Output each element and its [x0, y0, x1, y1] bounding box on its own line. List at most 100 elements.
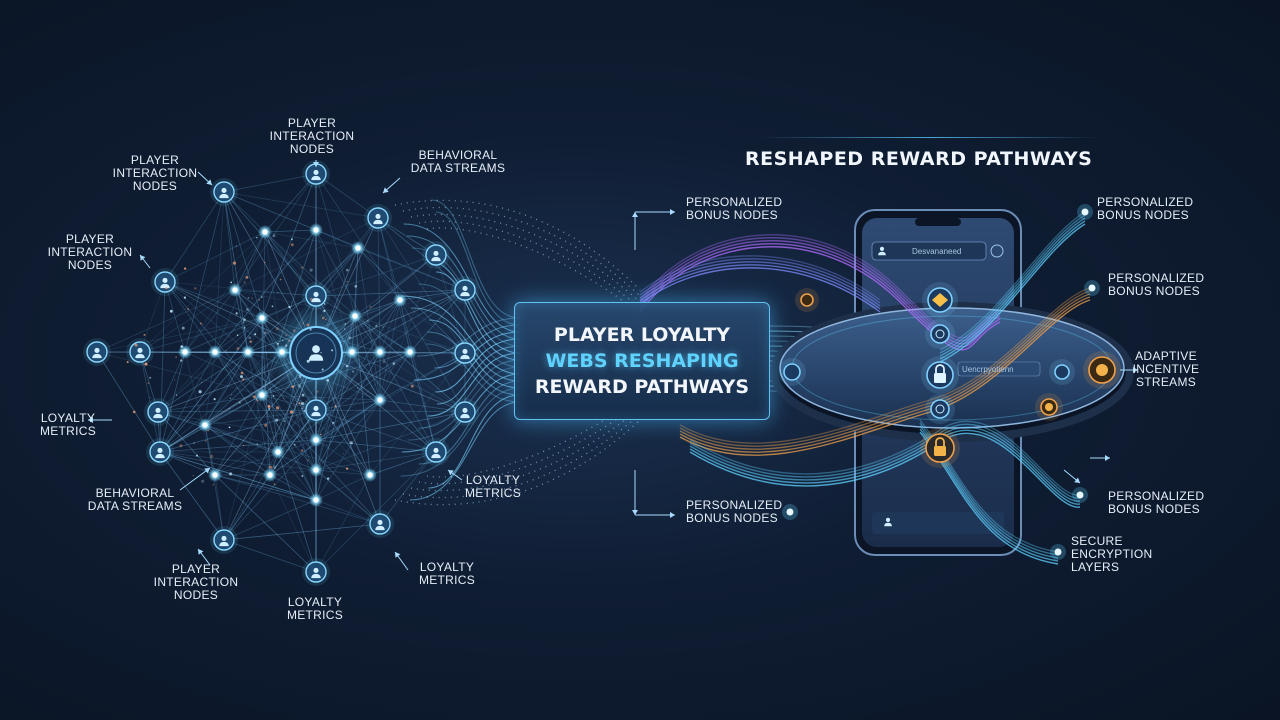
- web-link: [354, 299, 401, 317]
- phone-search-text: Desvananeed: [912, 247, 962, 256]
- spark-point: [293, 404, 295, 407]
- web-link: [315, 217, 379, 297]
- web-link: [164, 281, 249, 353]
- stream-line: [416, 317, 521, 357]
- stream-line: [436, 271, 521, 361]
- spark-point: [187, 308, 190, 310]
- web-link: [315, 474, 371, 573]
- spark-point: [410, 384, 414, 388]
- web-link: [351, 289, 466, 353]
- user-body: [878, 251, 886, 256]
- web-link: [315, 499, 381, 525]
- web-link: [354, 315, 466, 354]
- spark-point: [272, 234, 276, 238]
- web-link: [214, 474, 225, 541]
- web-link: [277, 351, 411, 453]
- spark-point: [256, 399, 259, 402]
- spark-point: [321, 379, 323, 381]
- spark-point: [243, 318, 246, 322]
- callout-head: [140, 255, 146, 261]
- stream-line: [435, 211, 521, 326]
- web-link: [377, 217, 437, 256]
- user-head: [462, 407, 468, 414]
- spark-point: [345, 365, 348, 368]
- spark-point: [282, 339, 284, 342]
- spark-point: [306, 323, 310, 327]
- web-link: [315, 411, 466, 441]
- web-link: [354, 315, 381, 401]
- gift-icon: [922, 282, 958, 318]
- user-node: [210, 178, 238, 206]
- spark-point: [277, 291, 279, 293]
- user-body: [160, 283, 170, 289]
- spark-point: [349, 441, 353, 445]
- stream-line: [402, 295, 521, 375]
- web-link: [159, 317, 263, 453]
- spark-point: [240, 371, 244, 375]
- pathway-strand: [939, 217, 1086, 357]
- lock-body: [934, 373, 946, 383]
- dot-core: [313, 497, 319, 503]
- spark-point: [382, 326, 384, 328]
- spark-point: [292, 329, 296, 333]
- web-link: [379, 411, 466, 525]
- callout-head: [313, 162, 319, 167]
- dot-core: [377, 397, 383, 403]
- fingerprint-mark: [935, 404, 945, 414]
- user-head: [462, 285, 468, 292]
- stream-line: [435, 338, 521, 393]
- spark-point: [324, 303, 326, 305]
- web-link: [399, 299, 466, 354]
- spark-point: [344, 323, 347, 325]
- spark-point: [357, 387, 359, 389]
- dot-core: [259, 315, 265, 321]
- web-link: [379, 451, 437, 525]
- dot-core: [259, 392, 265, 398]
- web-link: [315, 173, 401, 301]
- user-node: [302, 282, 330, 310]
- spark-point: [245, 276, 249, 279]
- web-link: [159, 351, 249, 453]
- disc-row-text: Uencrpyotienn: [962, 365, 1014, 374]
- spark-point: [204, 440, 207, 442]
- web-link: [315, 399, 381, 471]
- pathway-strand: [639, 237, 1001, 342]
- icon-ring: [1054, 364, 1070, 380]
- endpoint-core: [1081, 208, 1089, 216]
- web-link: [261, 394, 279, 453]
- web-link: [315, 439, 371, 476]
- callout-head: [1074, 477, 1080, 483]
- spark-point: [212, 483, 214, 486]
- pathway-strand: [639, 261, 881, 307]
- user-head: [313, 405, 319, 412]
- stream-line: [426, 343, 521, 403]
- web-link: [159, 409, 317, 453]
- web-link: [159, 351, 186, 453]
- spark-point: [231, 394, 233, 396]
- web-link: [223, 451, 279, 541]
- web-link: [399, 299, 411, 353]
- spark-point: [346, 281, 348, 283]
- user-body: [153, 413, 163, 419]
- web-link: [269, 469, 317, 476]
- user-icon: [460, 348, 470, 360]
- spark-point: [299, 375, 302, 378]
- spark-point: [320, 433, 322, 436]
- dot-core: [275, 449, 281, 455]
- glow-dot: [309, 223, 323, 237]
- web-link: [214, 351, 279, 453]
- web-link: [204, 424, 216, 476]
- sparkle-points: [126, 234, 414, 486]
- title-line-3: REWARD PATHWAYS: [534, 376, 750, 398]
- web-link: [159, 451, 225, 541]
- web-link: [409, 351, 437, 453]
- pathway-strand: [679, 290, 1091, 447]
- web-link: [204, 424, 279, 453]
- spark-point: [302, 322, 305, 325]
- web-link: [204, 424, 225, 541]
- web-link: [204, 351, 283, 426]
- spark-point: [165, 287, 168, 290]
- web-link: [214, 317, 263, 353]
